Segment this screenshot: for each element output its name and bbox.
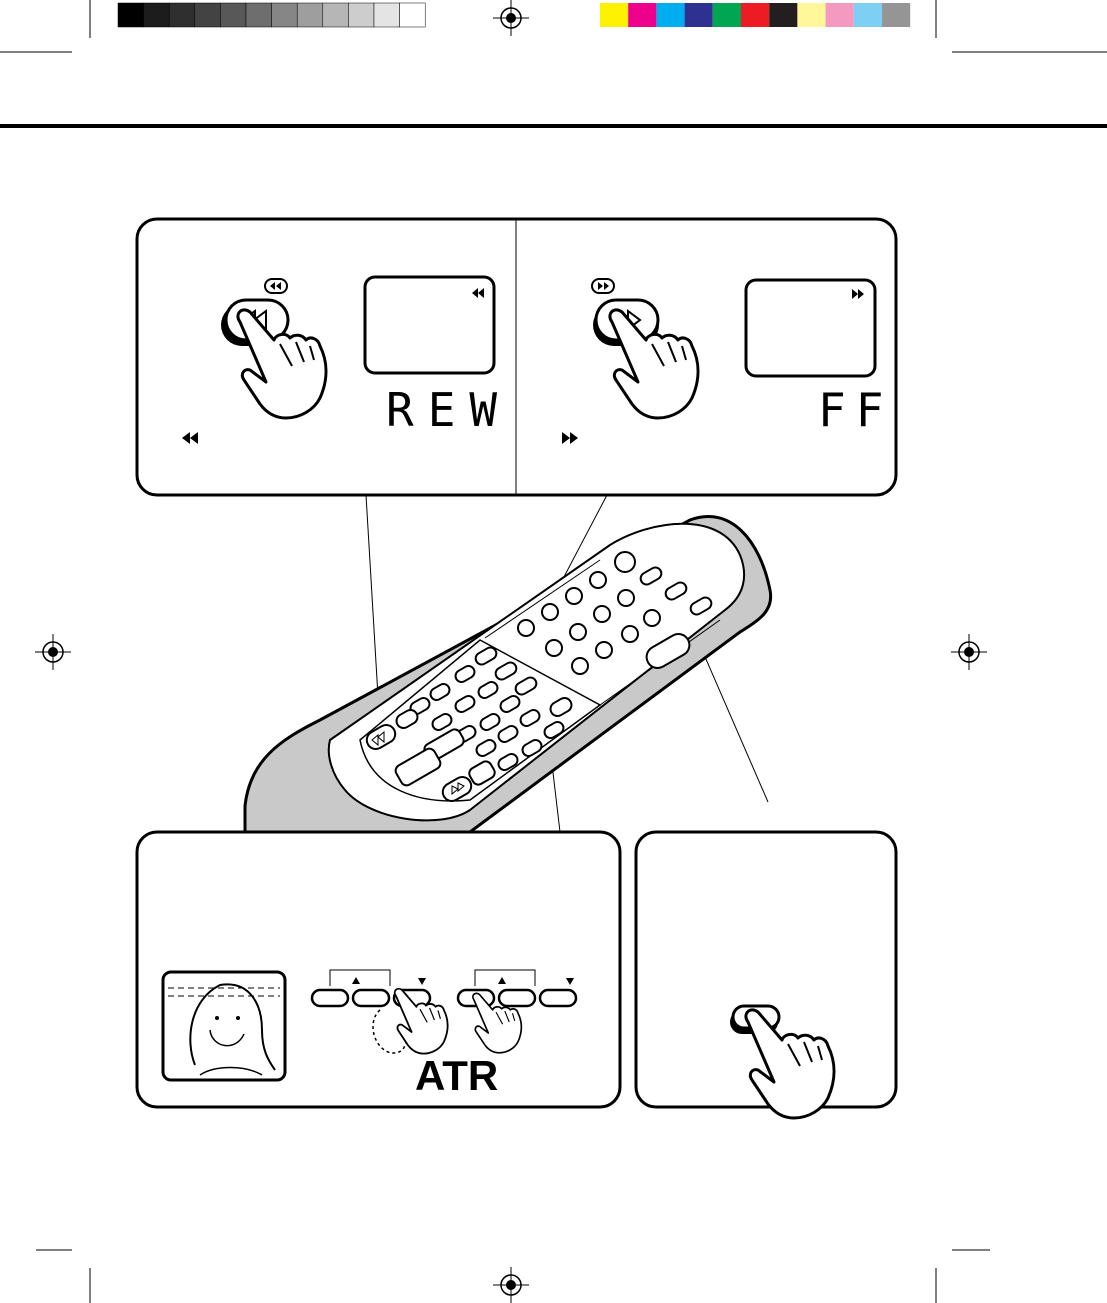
gray-swatch (297, 3, 323, 27)
registration-mark-left (35, 634, 71, 670)
remote-control (245, 495, 771, 832)
ff-label-icon (592, 279, 614, 293)
color-swatch (741, 3, 769, 27)
grayscale-color-bar (118, 3, 425, 27)
header-rule (0, 124, 1107, 128)
gray-swatch (323, 3, 349, 27)
color-swatch (628, 3, 656, 27)
color-swatch (600, 3, 628, 27)
gray-swatch (400, 3, 426, 27)
gray-swatch (220, 3, 246, 27)
gray-swatch (272, 3, 298, 27)
tv-picture-illustration (163, 972, 285, 1080)
color-swatch (769, 3, 797, 27)
gray-swatch (348, 3, 374, 27)
color-swatch (882, 3, 910, 27)
tv-screen-rew (365, 277, 494, 373)
color-swatch (685, 3, 713, 27)
registration-mark-top (493, 0, 529, 36)
gray-swatch (246, 3, 272, 27)
color-swatch (797, 3, 825, 27)
gray-swatch (118, 3, 144, 27)
color-swatch (854, 3, 882, 27)
color-swatch (713, 3, 741, 27)
rewind-label-icon (265, 279, 287, 293)
process-color-bar (600, 3, 910, 27)
registration-mark-right (951, 634, 987, 670)
gray-swatch (169, 3, 195, 27)
gray-swatch (195, 3, 221, 27)
atr-label: ATR (415, 1052, 498, 1099)
gray-swatch (374, 3, 400, 27)
registration-mark-bottom (493, 1267, 529, 1303)
gray-swatch (144, 3, 170, 27)
display-text-rew: REW (386, 383, 511, 437)
color-swatch (656, 3, 684, 27)
color-swatch (826, 3, 854, 27)
display-text-ff: FF (818, 383, 893, 437)
tv-screen-ff (746, 280, 875, 376)
